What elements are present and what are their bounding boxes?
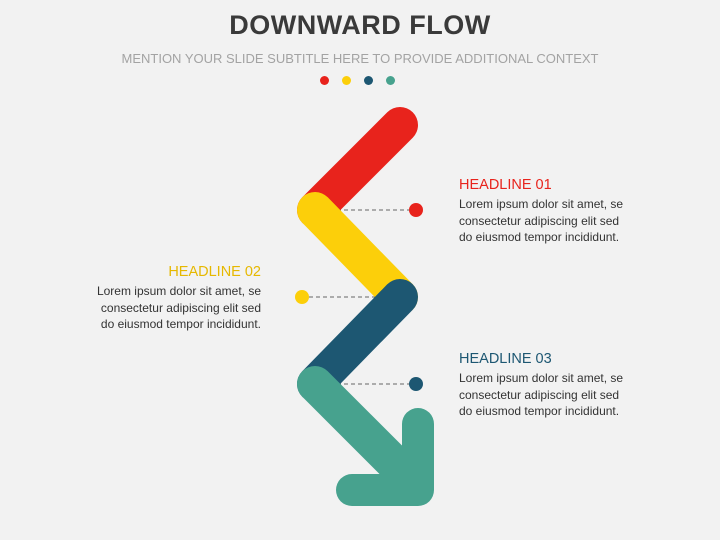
- item-01-line-2: consectetur adipiscing elit sed: [459, 213, 620, 228]
- marker-dot-03: [409, 377, 423, 391]
- slide-title: DOWNWARD FLOW: [229, 10, 491, 40]
- item-02-line-2: consectetur adipiscing elit sed: [100, 300, 261, 315]
- headline-03: HEADLINE 03: [459, 351, 552, 367]
- marker-dot-02: [295, 290, 309, 304]
- segment-navy: [297, 279, 418, 402]
- color-dots: [320, 74, 404, 86]
- segment-red: [297, 107, 418, 228]
- item-01-line-1: Lorem ipsum dolor sit amet, se: [459, 197, 624, 211]
- item-01-line-3: do eiusmod tempor incididunt.: [459, 230, 620, 244]
- dot-yellow: [342, 75, 351, 85]
- slide-subtitle: MENTION YOUR SLIDE SUBTITLE HERE TO PROV…: [121, 51, 599, 66]
- headline-01: HEADLINE 01: [459, 177, 552, 193]
- headline-02: HEADLINE 02: [168, 264, 261, 280]
- item-03-line-1: Lorem ipsum dolor sit amet, se: [459, 371, 624, 385]
- arrow-head: [336, 408, 434, 506]
- item-01: HEADLINE 01 Lorem ipsum dolor sit amet, …: [459, 177, 659, 246]
- item-02-line-1: Lorem ipsum dolor sit amet, se: [96, 284, 261, 298]
- item-03-text: Lorem ipsum dolor sit amet, se consectet…: [459, 370, 659, 420]
- dot-red: [320, 75, 329, 85]
- item-02-line-3: do eiusmod tempor incididunt.: [100, 317, 261, 331]
- marker-dot-01: [409, 203, 423, 217]
- dot-navy: [364, 75, 373, 85]
- item-02: HEADLINE 02 Lorem ipsum dolor sit amet, …: [61, 264, 261, 333]
- item-02-text: Lorem ipsum dolor sit amet, se consectet…: [61, 283, 261, 333]
- item-03-line-3: do eiusmod tempor incididunt.: [459, 404, 620, 418]
- segment-yellow: [297, 192, 418, 315]
- item-01-text: Lorem ipsum dolor sit amet, se consectet…: [459, 196, 659, 246]
- item-03-line-2: consectetur adipiscing elit sed: [459, 387, 620, 402]
- item-03: HEADLINE 03 Lorem ipsum dolor sit amet, …: [459, 351, 659, 420]
- segment-teal: [297, 366, 423, 492]
- dot-teal: [386, 75, 395, 85]
